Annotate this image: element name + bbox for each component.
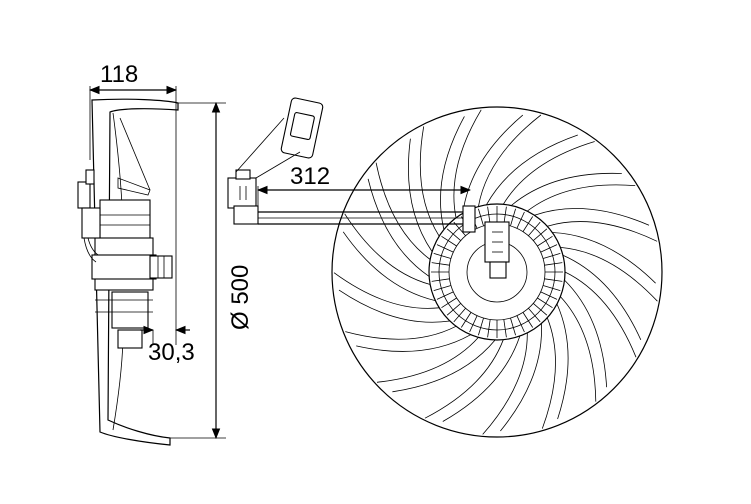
hub-fin [510, 317, 516, 336]
fan-blade [527, 184, 650, 226]
hub-fin [528, 221, 541, 236]
front-view [227, 97, 663, 438]
hub-fin [431, 278, 450, 282]
fan-blade [344, 178, 431, 285]
fan-blade [453, 109, 524, 218]
hub-fin [522, 216, 534, 232]
hub-fin [528, 308, 541, 323]
fan-blade [564, 271, 637, 388]
hub-fin [540, 244, 558, 253]
hub-fin [460, 312, 472, 328]
hub-fin [544, 262, 563, 266]
hub-fin [522, 312, 534, 328]
fan-blade [338, 289, 457, 340]
hub-fin [503, 319, 507, 338]
fan-blades [333, 109, 658, 435]
fan-blade [356, 334, 479, 383]
fan-blade [375, 138, 433, 260]
hub-fin [478, 208, 484, 227]
side-view [77, 85, 226, 446]
hub-fin [446, 228, 461, 241]
fan-blade [560, 247, 658, 340]
arm-length-dimension-label: 312 [290, 163, 330, 190]
fan-blade [442, 332, 528, 435]
diameter-dimension-label: Ø 500 [227, 265, 254, 330]
hub-fin [431, 262, 450, 266]
connector-detail-callout [235, 97, 324, 179]
hub-fin [542, 285, 561, 291]
hub-fin [478, 317, 484, 336]
hub-fin [436, 244, 454, 253]
hub-fin [544, 278, 563, 282]
fan-blade [333, 231, 440, 309]
hub-fin [487, 319, 491, 338]
fan-hub [428, 203, 566, 341]
connector-plug [227, 169, 259, 225]
depth-dimension-label: 118 [100, 61, 138, 88]
hub-fin [436, 291, 454, 300]
hub-fin [441, 297, 457, 309]
hub-fin [433, 253, 452, 259]
hub-fin [453, 308, 466, 323]
hub-fin [516, 211, 525, 229]
fan-blade [500, 317, 556, 432]
hub-fin [433, 285, 452, 291]
fan-blade [392, 339, 504, 419]
hub-fin [533, 228, 548, 241]
hub-fin [510, 208, 516, 227]
hub-fin [542, 253, 561, 259]
fan-blade [478, 114, 578, 207]
hub-fin [469, 315, 478, 333]
hub-fin [533, 303, 548, 316]
hub-fin [537, 235, 553, 247]
fan-blade [556, 296, 597, 420]
hub-fin [540, 291, 558, 300]
fan-blade [547, 221, 658, 284]
hub-fin [446, 303, 461, 316]
hub-fin [537, 297, 553, 309]
hub-fin [441, 235, 457, 247]
hub-fin [516, 315, 525, 333]
hub-offset-dimension-label: 30,3 [148, 339, 195, 366]
fan-blade [502, 141, 622, 206]
